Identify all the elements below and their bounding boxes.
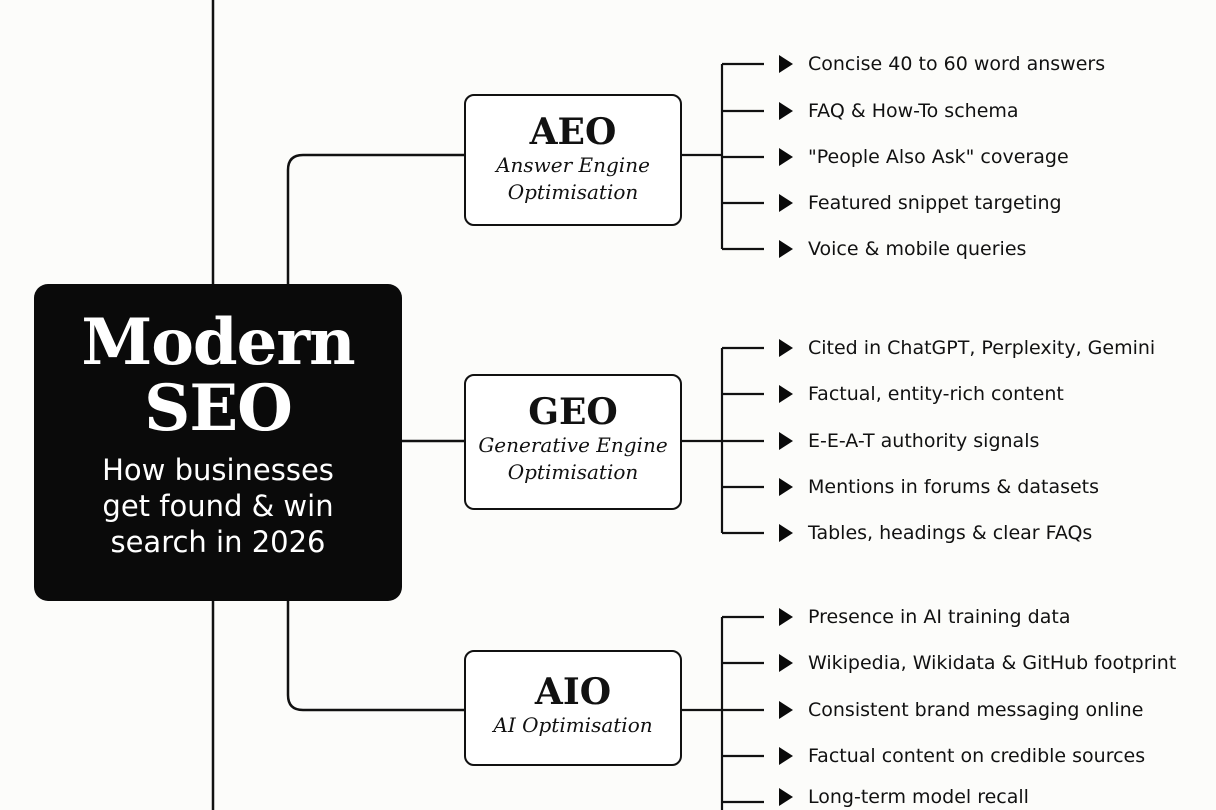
- list-item: Concise 40 to 60 word answers: [779, 51, 1105, 77]
- list-item: Mentions in forums & datasets: [779, 474, 1099, 500]
- root-subtitle-line: get found & win: [102, 489, 334, 523]
- triangle-bullet-icon: [779, 55, 793, 73]
- branch-full-line: Answer Engine: [496, 153, 650, 177]
- root-subtitle-line: How businesses: [102, 453, 334, 487]
- list-item: Wikipedia, Wikidata & GitHub footprint: [779, 650, 1176, 676]
- list-item: Cited in ChatGPT, Perplexity, Gemini: [779, 335, 1155, 361]
- connector-root-aio: [286, 601, 464, 712]
- connector-geo-items: [682, 346, 764, 535]
- triangle-bullet-icon: [779, 788, 793, 806]
- list-item: Consistent brand messaging online: [779, 697, 1143, 723]
- branch-node-geo: GEO Generative Engine Optimisation: [464, 374, 682, 510]
- list-item: Factual content on credible sources: [779, 743, 1145, 769]
- branch-abbr: AEO: [529, 111, 617, 153]
- connector-aeo-items: [682, 62, 764, 251]
- triangle-bullet-icon: [779, 478, 793, 496]
- list-item: FAQ & How-To schema: [779, 98, 1019, 124]
- branch-abbr: GEO: [528, 391, 618, 433]
- branch-node-aio: AIO AI Optimisation: [464, 650, 682, 766]
- list-item: Featured snippet targeting: [779, 190, 1062, 216]
- triangle-bullet-icon: [779, 148, 793, 166]
- list-item-text: Featured snippet targeting: [808, 192, 1062, 214]
- branch-full-line: Optimisation: [507, 180, 639, 204]
- root-title-line: Modern: [81, 305, 355, 380]
- branch-full-name: Answer Engine Optimisation: [466, 152, 680, 206]
- list-item-text: Mentions in forums & datasets: [808, 476, 1100, 498]
- branch-full-line: Optimisation: [507, 460, 639, 484]
- triangle-bullet-icon: [779, 385, 793, 403]
- triangle-bullet-icon: [779, 102, 793, 120]
- root-title-line: SEO: [144, 371, 293, 446]
- list-item-text: Voice & mobile queries: [808, 238, 1027, 260]
- list-item: Tables, headings & clear FAQs: [779, 520, 1092, 546]
- list-item-text: "People Also Ask" coverage: [808, 146, 1069, 168]
- triangle-bullet-icon: [779, 194, 793, 212]
- list-item-text: Cited in ChatGPT, Perplexity, Gemini: [808, 337, 1156, 359]
- branch-full-line: AI Optimisation: [493, 713, 653, 737]
- triangle-bullet-icon: [779, 240, 793, 258]
- list-item: E-E-A-T authority signals: [779, 428, 1039, 454]
- list-item-text: FAQ & How-To schema: [808, 100, 1019, 122]
- list-item-text: Factual, entity-rich content: [808, 383, 1064, 405]
- branch-full-name: AI Optimisation: [466, 712, 680, 739]
- list-item-text: Factual content on credible sources: [808, 745, 1146, 767]
- list-item-text: Consistent brand messaging online: [808, 699, 1144, 721]
- list-item: Factual, entity-rich content: [779, 381, 1064, 407]
- list-item-text: Long-term model recall: [808, 786, 1029, 808]
- connector-root-aeo: [286, 153, 464, 284]
- root-title: Modern SEO: [34, 310, 402, 442]
- list-item-text: E-E-A-T authority signals: [808, 430, 1040, 452]
- connector-aio-items: [682, 615, 764, 810]
- list-item: Long-term model recall: [779, 784, 1029, 810]
- list-item: "People Also Ask" coverage: [779, 144, 1069, 170]
- list-item-text: Tables, headings & clear FAQs: [808, 522, 1093, 544]
- root-subtitle: How businesses get found & win search in…: [34, 452, 402, 560]
- list-item: Voice & mobile queries: [779, 236, 1026, 262]
- triangle-bullet-icon: [779, 747, 793, 765]
- triangle-bullet-icon: [779, 654, 793, 672]
- list-item-text: Wikipedia, Wikidata & GitHub footprint: [808, 652, 1177, 674]
- triangle-bullet-icon: [779, 432, 793, 450]
- triangle-bullet-icon: [779, 701, 793, 719]
- branch-abbr: AIO: [534, 671, 612, 713]
- list-item: Presence in AI training data: [779, 604, 1070, 630]
- triangle-bullet-icon: [779, 339, 793, 357]
- list-item-text: Concise 40 to 60 word answers: [808, 53, 1106, 75]
- branch-full-name: Generative Engine Optimisation: [466, 432, 680, 486]
- list-item-text: Presence in AI training data: [808, 606, 1071, 628]
- root-subtitle-line: search in 2026: [110, 525, 326, 559]
- triangle-bullet-icon: [779, 608, 793, 626]
- branch-full-line: Generative Engine: [478, 433, 668, 457]
- triangle-bullet-icon: [779, 524, 793, 542]
- root-node: Modern SEO How businesses get found & wi…: [34, 284, 402, 601]
- branch-node-aeo: AEO Answer Engine Optimisation: [464, 94, 682, 226]
